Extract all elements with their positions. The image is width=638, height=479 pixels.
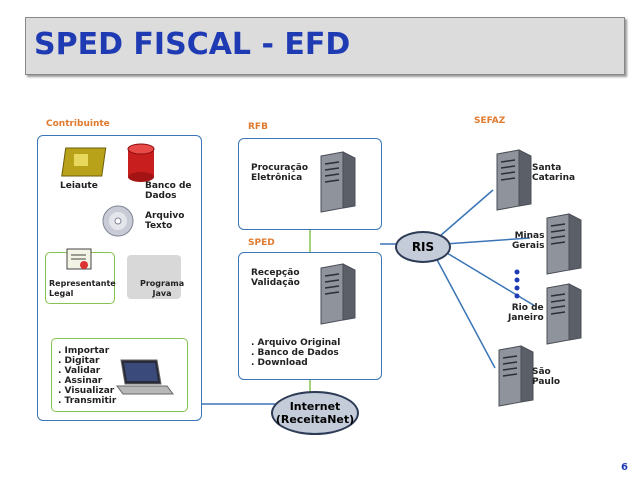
section-sped: SPED bbox=[248, 238, 275, 248]
action-validar: . Validar bbox=[58, 366, 101, 376]
programa-label: Programa Java bbox=[140, 279, 185, 298]
internet-label: Internet (ReceitaNet) bbox=[275, 400, 355, 426]
rio-janeiro-server-icon bbox=[546, 283, 582, 345]
title-banner: SPED FISCAL - EFD bbox=[25, 17, 625, 75]
section-rfb: RFB bbox=[248, 122, 268, 132]
sped-items: . Arquivo Original . Banco de Dados . Do… bbox=[251, 338, 340, 368]
ris-cloud: RIS bbox=[395, 231, 451, 263]
sped-item-banco: . Banco de Dados bbox=[251, 348, 339, 358]
action-assinar: . Assinar bbox=[58, 376, 103, 386]
banco-dados-label: Banco de Dados bbox=[145, 181, 192, 201]
action-digitar: . Digitar bbox=[58, 356, 100, 366]
internet-cloud: Internet (ReceitaNet) bbox=[271, 391, 359, 435]
state-santa-catarina: Santa Catarina bbox=[532, 163, 576, 183]
page-number: 6 bbox=[621, 462, 628, 473]
state-rio-janeiro: Rio de Janeiro bbox=[508, 303, 544, 323]
page-title: SPED FISCAL - EFD bbox=[34, 27, 351, 62]
cd-icon bbox=[102, 205, 134, 237]
section-sefaz: SEFAZ bbox=[474, 116, 506, 126]
santa-catarina-server-icon bbox=[496, 149, 532, 211]
state-sao-paulo: São Paulo bbox=[532, 367, 561, 387]
actions-box bbox=[51, 338, 188, 412]
representante-label: Representante Legal bbox=[49, 279, 116, 298]
state-minas-gerais: Minas Gerais bbox=[512, 231, 545, 251]
sped-item-arquivo: . Arquivo Original bbox=[251, 338, 341, 348]
procuracao-label: Procuração Eletrônica bbox=[251, 163, 309, 183]
action-transmitir: . Transmitir bbox=[58, 396, 117, 406]
rfb-box bbox=[238, 138, 382, 230]
more-states-dots bbox=[514, 269, 520, 299]
sped-item-download: . Download bbox=[251, 358, 308, 368]
sao-paulo-server-icon bbox=[498, 345, 534, 407]
sped-box bbox=[238, 252, 382, 380]
leiaute-label: Leiaute bbox=[60, 181, 98, 191]
minas-gerais-server-icon bbox=[546, 213, 582, 275]
leiaute-icon bbox=[61, 147, 107, 177]
section-contribuinte: Contribuinte bbox=[46, 119, 110, 129]
programa-box bbox=[127, 255, 181, 299]
certificate-icon bbox=[66, 248, 92, 270]
actions-list: . Importar . Digitar . Validar . Assinar… bbox=[58, 346, 116, 406]
rfb-server-icon bbox=[320, 151, 356, 213]
database-icon bbox=[127, 143, 155, 182]
laptop-icon bbox=[116, 359, 174, 395]
action-visualizar: . Visualizar bbox=[58, 386, 115, 396]
recepcao-label: Recepção Validação bbox=[251, 268, 300, 288]
sped-server-icon bbox=[320, 263, 356, 325]
action-importar: . Importar bbox=[58, 346, 110, 356]
ris-label: RIS bbox=[411, 240, 435, 254]
arquivo-texto-label: Arquivo Texto bbox=[145, 211, 185, 231]
